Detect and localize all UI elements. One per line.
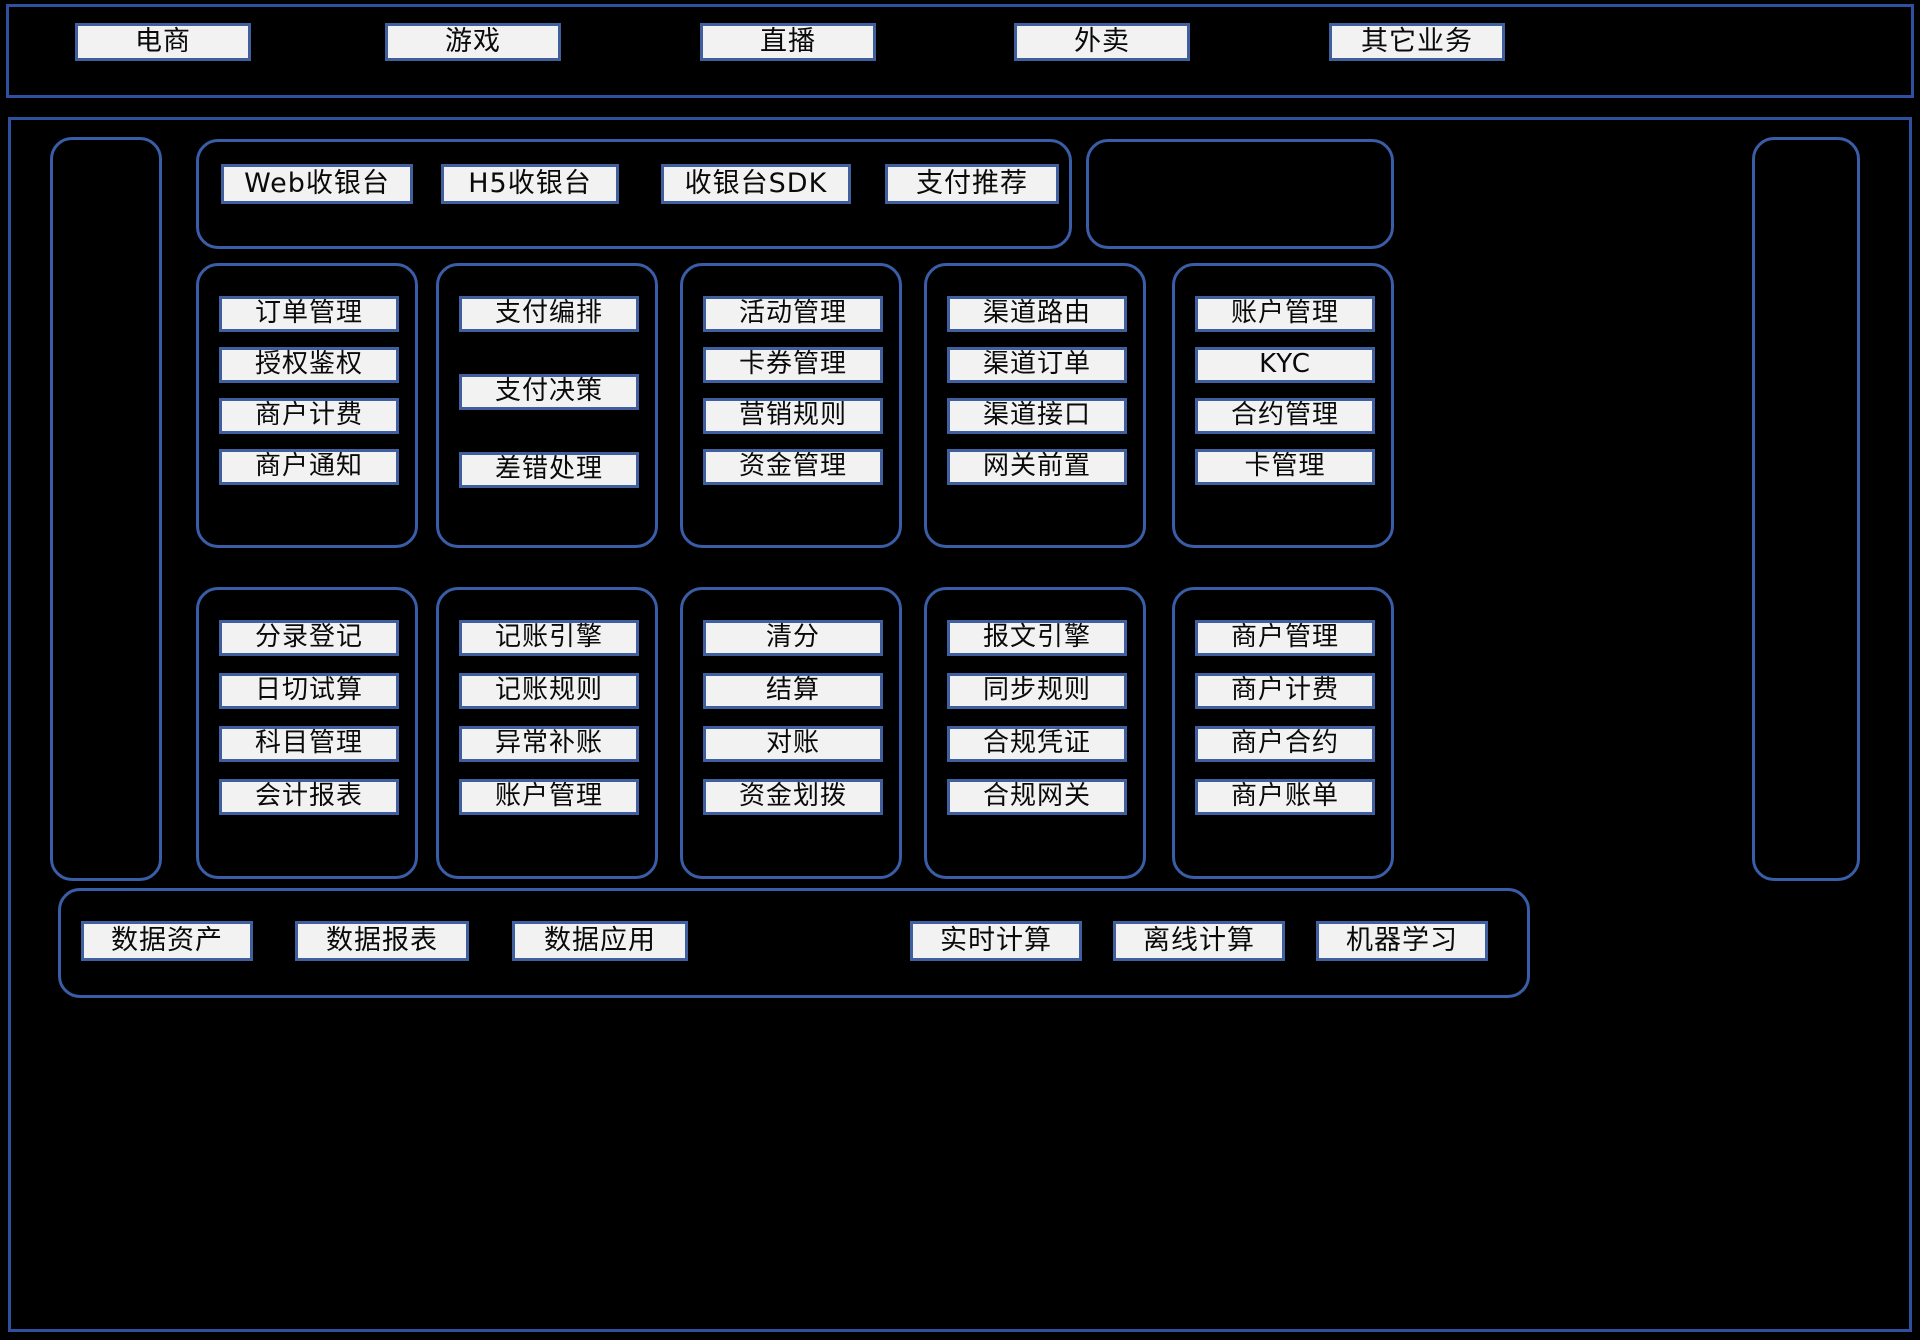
service-chip-merchant-notification[interactable]: 商户通知 [219, 449, 399, 485]
service-chip-channel-interface[interactable]: 渠道接口 [947, 398, 1127, 434]
service-chip-entry-registration[interactable]: 分录登记 [219, 620, 399, 656]
service-chip-merchant-billing[interactable]: 商户计费 [219, 398, 399, 434]
service-chip-reconciliation[interactable]: 对账 [703, 726, 883, 762]
data-report-chip[interactable]: 数据报表 [295, 921, 469, 961]
service-chip-order-management[interactable]: 订单管理 [219, 296, 399, 332]
service-group-accounting-entry: 分录登记 日切试算 科目管理 会计报表 [196, 587, 418, 879]
service-chip-marketing-rules[interactable]: 营销规则 [703, 398, 883, 434]
service-chip-coupon-management[interactable]: 卡券管理 [703, 347, 883, 383]
cashier-web[interactable]: Web收银台 [221, 164, 413, 204]
data-platform-group: 数据资产 数据报表 数据应用 实时计算 离线计算 机器学习 [58, 888, 1530, 998]
business-line-gaming[interactable]: 游戏 [385, 23, 561, 61]
service-chip-gateway-frontend[interactable]: 网关前置 [947, 449, 1127, 485]
service-chip-fund-transfer[interactable]: 资金划拨 [703, 779, 883, 815]
service-chip-payment-orchestration[interactable]: 支付编排 [459, 296, 639, 332]
service-chip-contract-management[interactable]: 合约管理 [1195, 398, 1375, 434]
service-chip-account-management[interactable]: 账户管理 [1195, 296, 1375, 332]
service-group-payment: 支付编排 支付决策 差错处理 [436, 263, 658, 548]
offline-compute-chip[interactable]: 离线计算 [1113, 921, 1285, 961]
service-chip-card-management[interactable]: 卡管理 [1195, 449, 1375, 485]
business-line-food-delivery[interactable]: 外卖 [1014, 23, 1190, 61]
service-group-account: 账户管理 KYC 合约管理 卡管理 [1172, 263, 1394, 548]
service-chip-bookkeeping-engine[interactable]: 记账引擎 [459, 620, 639, 656]
service-chip-sync-rules[interactable]: 同步规则 [947, 673, 1127, 709]
service-chip-fund-management[interactable]: 资金管理 [703, 449, 883, 485]
left-rail-group [50, 137, 162, 881]
cashier-h5[interactable]: H5收银台 [441, 164, 619, 204]
business-line-frame: 电商 游戏 直播 外卖 其它业务 [6, 4, 1914, 98]
service-chip-compliance-gateway[interactable]: 合规网关 [947, 779, 1127, 815]
data-application-chip[interactable]: 数据应用 [512, 921, 688, 961]
data-asset-chip[interactable]: 数据资产 [81, 921, 253, 961]
business-line-ecommerce[interactable]: 电商 [75, 23, 251, 61]
service-chip-payment-decision[interactable]: 支付决策 [459, 374, 639, 410]
service-chip-merchant-billing-2[interactable]: 商户计费 [1195, 673, 1375, 709]
service-group-channel: 渠道路由 渠道订单 渠道接口 网关前置 [924, 263, 1146, 548]
gateway-group [1086, 139, 1394, 249]
service-chip-subject-management[interactable]: 科目管理 [219, 726, 399, 762]
service-chip-accounting-report[interactable]: 会计报表 [219, 779, 399, 815]
service-chip-compliance-voucher[interactable]: 合规凭证 [947, 726, 1127, 762]
realtime-compute-chip[interactable]: 实时计算 [910, 921, 1082, 961]
service-group-bookkeeping: 记账引擎 记账规则 异常补账 账户管理 [436, 587, 658, 879]
service-group-clearing: 清分 结算 对账 资金划拨 [680, 587, 902, 879]
service-group-order: 订单管理 授权鉴权 商户计费 商户通知 [196, 263, 418, 548]
service-chip-channel-order[interactable]: 渠道订单 [947, 347, 1127, 383]
business-line-other[interactable]: 其它业务 [1329, 23, 1505, 61]
business-line-row: 电商 游戏 直播 外卖 其它业务 [9, 7, 1917, 101]
service-chip-kyc[interactable]: KYC [1195, 347, 1375, 383]
service-chip-message-engine[interactable]: 报文引擎 [947, 620, 1127, 656]
cashier-group: Web收银台 H5收银台 收银台SDK 支付推荐 [196, 139, 1072, 249]
right-rail-group [1752, 137, 1860, 881]
service-group-compliance: 报文引擎 同步规则 合规凭证 合规网关 [924, 587, 1146, 879]
service-chip-merchant-statement[interactable]: 商户账单 [1195, 779, 1375, 815]
service-group-merchant: 商户管理 商户计费 商户合约 商户账单 [1172, 587, 1394, 879]
service-chip-clearing[interactable]: 清分 [703, 620, 883, 656]
service-group-marketing: 活动管理 卡券管理 营销规则 资金管理 [680, 263, 902, 548]
cashier-sdk[interactable]: 收银台SDK [661, 164, 851, 204]
service-chip-merchant-management[interactable]: 商户管理 [1195, 620, 1375, 656]
service-chip-bookkeeping-rules[interactable]: 记账规则 [459, 673, 639, 709]
business-line-livestream[interactable]: 直播 [700, 23, 876, 61]
machine-learning-chip[interactable]: 机器学习 [1316, 921, 1488, 961]
service-chip-authorization[interactable]: 授权鉴权 [219, 347, 399, 383]
service-chip-daily-cutoff-trial[interactable]: 日切试算 [219, 673, 399, 709]
service-chip-account-management-2[interactable]: 账户管理 [459, 779, 639, 815]
service-chip-campaign-management[interactable]: 活动管理 [703, 296, 883, 332]
service-chip-channel-routing[interactable]: 渠道路由 [947, 296, 1127, 332]
service-chip-exception-repair[interactable]: 异常补账 [459, 726, 639, 762]
service-chip-settlement[interactable]: 结算 [703, 673, 883, 709]
service-chip-merchant-contract[interactable]: 商户合约 [1195, 726, 1375, 762]
service-chip-error-handling[interactable]: 差错处理 [459, 452, 639, 488]
payment-recommendation[interactable]: 支付推荐 [885, 164, 1059, 204]
